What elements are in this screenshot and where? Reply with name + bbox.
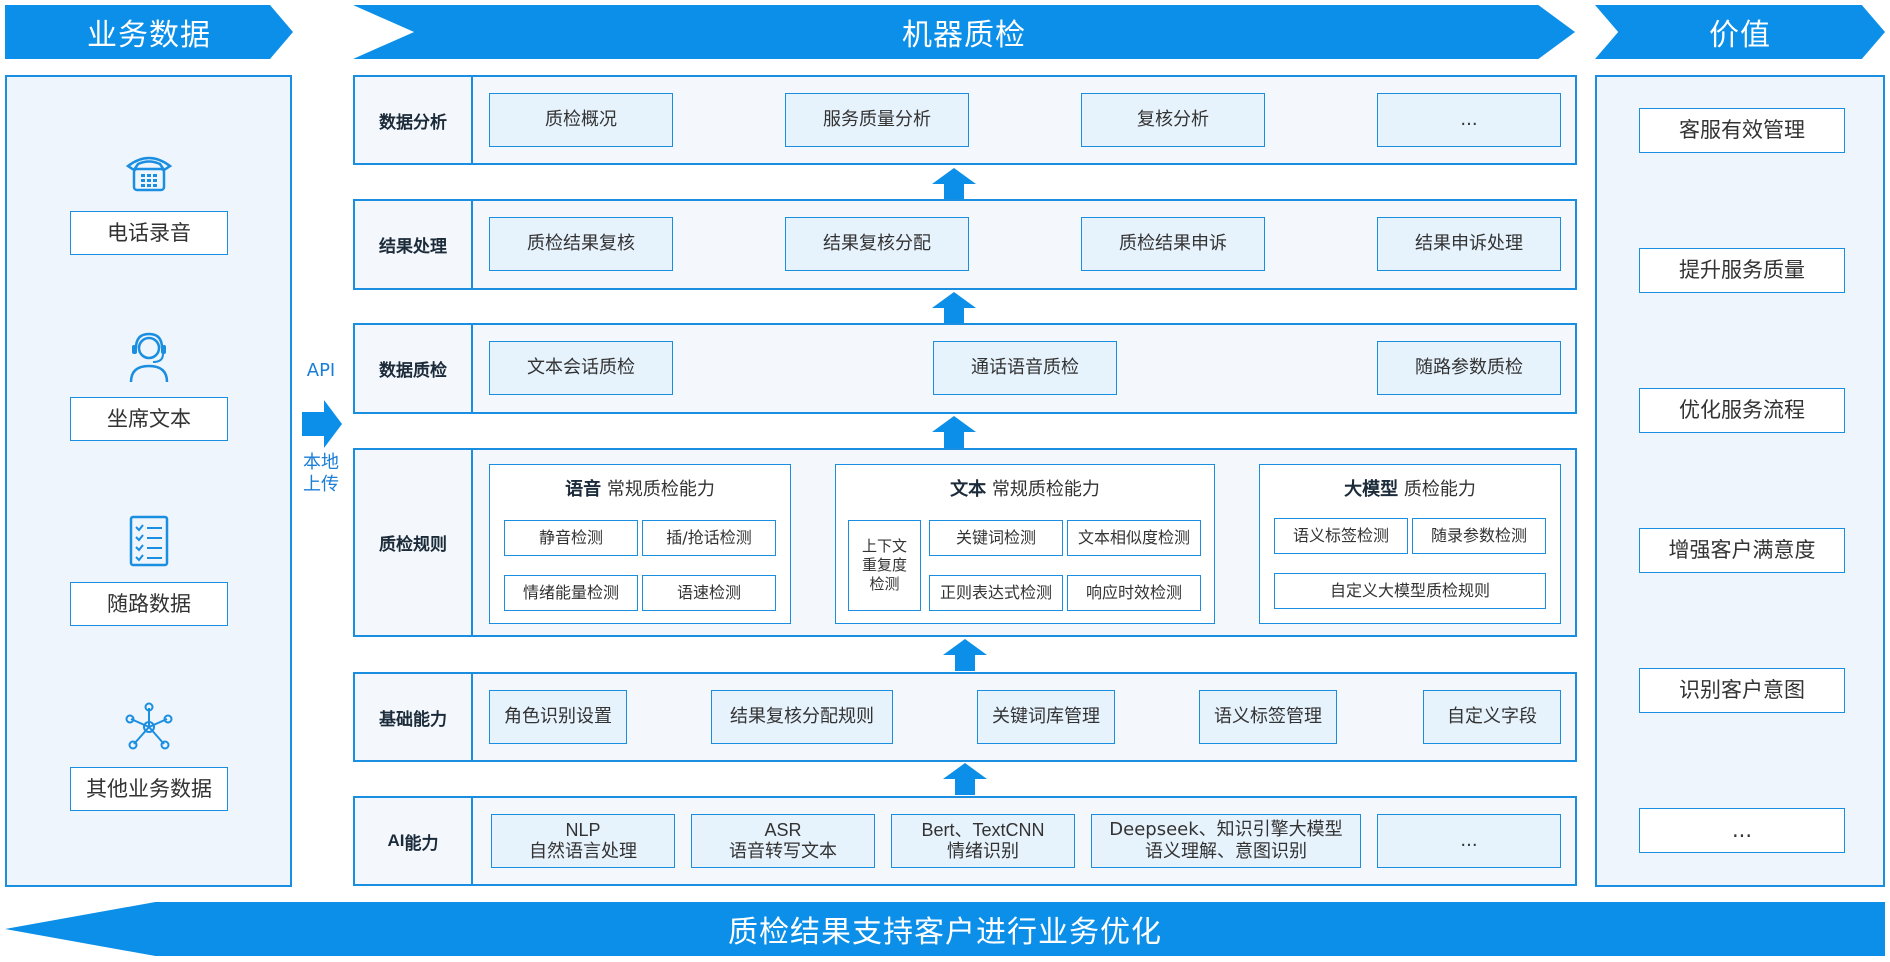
header-business-data-label: 业务数据: [87, 18, 211, 53]
row-result-processing-label: 结果处理: [355, 201, 473, 288]
row-qc-rules: 质检规则 语音 常规质检能力 静音检测 插/抢话检测 情绪能量检测 语速检测 文…: [353, 448, 1577, 637]
rule-param-detection: 随录参数检测: [1412, 518, 1546, 554]
llm-qc-group: 大模型 质检能力 语义标签检测 随录参数检测 自定义大模型质检规则: [1259, 464, 1561, 624]
up-arrow-icon: [943, 763, 987, 795]
up-arrow-icon: [943, 639, 987, 671]
left-item-phone-recording-label: 电话录音: [107, 220, 191, 245]
item-keyword-library: 关键词库管理: [977, 690, 1115, 744]
header-machine-qc: 机器质检: [353, 5, 1575, 59]
text-qc-group: 文本 常规质检能力 上下文 重复度 检测 关键词检测 文本相似度检测 正则表达式…: [835, 464, 1215, 624]
voice-qc-group-title: 语音 常规质检能力: [565, 479, 715, 500]
value-item-cs-management: 客服有效管理: [1639, 108, 1845, 153]
voice-qc-group: 语音 常规质检能力 静音检测 插/抢话检测 情绪能量检测 语速检测: [489, 464, 791, 624]
value-item-customer-intent: 识别客户意图: [1639, 668, 1845, 713]
row-result-processing: 结果处理 质检结果复核 结果复核分配 质检结果申诉 结果申诉处理: [353, 199, 1577, 290]
item-custom-fields: 自定义字段: [1423, 690, 1561, 744]
value-item-service-process: 优化服务流程: [1639, 388, 1845, 433]
rule-custom-llm-qc: 自定义大模型质检规则: [1274, 573, 1546, 609]
value-item-more: ...: [1639, 808, 1845, 853]
rule-semantic-tag-detection: 语义标签检测: [1274, 518, 1408, 554]
rule-text-similarity-detection: 文本相似度检测: [1067, 520, 1201, 556]
left-item-agent-text: 坐席文本: [70, 397, 228, 441]
business-data-panel: 电话录音 坐席文本 随路数据 其他业务数据: [5, 75, 292, 887]
header-value-label: 价值: [1709, 18, 1771, 53]
item-role-recognition-settings: 角色识别设置: [489, 690, 627, 744]
up-arrow-icon: [932, 292, 976, 324]
row-basic-capability-label: 基础能力: [355, 674, 473, 760]
row-data-analysis-label: 数据分析: [355, 77, 473, 163]
network-nodes-icon: [125, 702, 173, 750]
ai-item-deepseek: Deepseek、知识引擎大模型语义理解、意图识别: [1091, 814, 1361, 868]
ai-item-more: ...: [1377, 814, 1561, 868]
item-service-quality-analysis: 服务质量分析: [785, 93, 969, 147]
rule-emotion-energy-detection: 情绪能量检测: [504, 575, 638, 611]
item-associated-param-qc: 随路参数质检: [1377, 341, 1561, 395]
item-review-assignment: 结果复核分配: [785, 217, 969, 271]
header-business-data: 业务数据: [5, 5, 293, 59]
rule-context-repetition-detection: 上下文 重复度 检测: [848, 520, 921, 611]
item-appeal-handling: 结果申诉处理: [1377, 217, 1561, 271]
item-call-voice-qc: 通话语音质检: [933, 341, 1117, 395]
left-item-associated-data: 随路数据: [70, 582, 228, 626]
item-semantic-tag-management: 语义标签管理: [1199, 690, 1337, 744]
item-qc-result-appeal: 质检结果申诉: [1081, 217, 1265, 271]
rule-speech-rate-detection: 语速检测: [642, 575, 776, 611]
rule-response-time-detection: 响应时效检测: [1067, 575, 1201, 611]
footer-banner-label: 质检结果支持客户进行业务优化: [728, 915, 1162, 950]
value-item-service-quality: 提升服务质量: [1639, 248, 1845, 293]
llm-qc-group-title: 大模型 质检能力: [1344, 479, 1476, 500]
row-data-qc: 数据质检 文本会话质检 通话语音质检 随路参数质检: [353, 323, 1577, 414]
item-qc-result-review: 质检结果复核: [489, 217, 673, 271]
up-arrow-icon: [932, 416, 976, 448]
left-item-agent-text-label: 坐席文本: [107, 406, 191, 431]
row-data-analysis: 数据分析 质检概况 服务质量分析 复核分析 ...: [353, 75, 1577, 165]
left-item-associated-data-label: 随路数据: [107, 591, 191, 616]
left-item-other-business-data: 其他业务数据: [70, 767, 228, 811]
value-item-customer-satisfaction: 增强客户满意度: [1639, 528, 1845, 573]
up-arrow-icon: [932, 168, 976, 200]
text-qc-group-title: 文本 常规质检能力: [950, 479, 1100, 500]
local-upload-label: 本地 上传: [303, 452, 339, 495]
row-basic-capability: 基础能力 角色识别设置 结果复核分配规则 关键词库管理 语义标签管理 自定义字段: [353, 672, 1577, 762]
footer-banner: 质检结果支持客户进行业务优化: [5, 902, 1885, 956]
row-data-qc-label: 数据质检: [355, 325, 473, 412]
item-text-conversation-qc: 文本会话质检: [489, 341, 673, 395]
rule-silence-detection: 静音检测: [504, 520, 638, 556]
item-review-analysis: 复核分析: [1081, 93, 1265, 147]
item-qc-overview: 质检概况: [489, 93, 673, 147]
item-review-assignment-rules: 结果复核分配规则: [711, 690, 893, 744]
checklist-icon: [129, 515, 169, 567]
rule-regex-detection: 正则表达式检测: [929, 575, 1063, 611]
row-qc-rules-label: 质检规则: [355, 450, 473, 635]
agent-headset-icon: [129, 332, 169, 383]
left-item-other-business-data-label: 其他业务数据: [86, 776, 212, 801]
left-item-phone-recording: 电话录音: [70, 211, 228, 255]
value-panel: 客服有效管理 提升服务质量 优化服务流程 增强客户满意度 识别客户意图 ...: [1595, 75, 1885, 887]
right-arrow-icon: [302, 400, 342, 448]
item-more-analysis: ...: [1377, 93, 1561, 147]
rule-interrupt-detection: 插/抢话检测: [642, 520, 776, 556]
api-label: API: [306, 360, 336, 381]
rule-keyword-detection: 关键词检测: [929, 520, 1063, 556]
telephone-icon: [125, 156, 173, 192]
header-machine-qc-label: 机器质检: [902, 18, 1026, 53]
header-value: 价值: [1595, 5, 1885, 59]
